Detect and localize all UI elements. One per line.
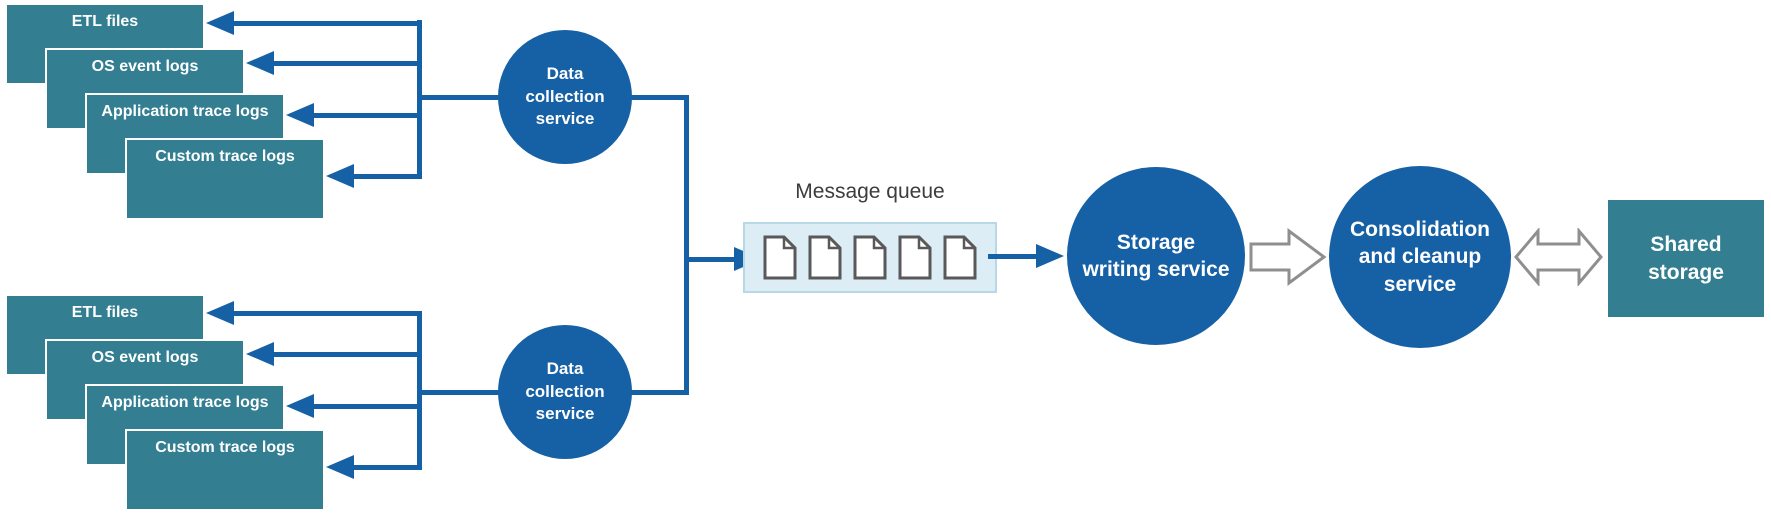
data-collection-service-bottom: Data collection service [498,325,632,459]
bus-to-collector-bottom [417,390,503,395]
merge-bus-line [684,95,689,395]
arrow-line [684,257,736,262]
arrow-head-icon [326,455,354,479]
document-icon [898,235,932,280]
collector-top-out-line [628,95,689,100]
arrow-head-icon [1036,244,1064,268]
log-box-custom-trace-logs-bottom: Custom trace logs [125,429,325,511]
arrow-line [232,311,422,316]
document-icon [808,235,842,280]
arrow-head-icon [286,394,314,418]
document-icon [943,235,977,280]
data-collection-service-top: Data collection service [498,30,632,164]
arrow-head-icon [246,51,274,75]
arrow-line [352,465,422,470]
shared-storage: Shared storage [1608,200,1764,317]
arrow-line [232,21,422,26]
arrow-line [312,113,422,118]
bus-to-collector-top [417,95,503,100]
arrow-line [312,404,422,409]
arrow-head-icon [206,11,234,35]
arrow-line [352,174,422,179]
hollow-arrow-double-icon [1514,228,1603,286]
log-box-custom-trace-logs-top: Custom trace logs [125,138,325,220]
collector-bottom-out-line [628,390,689,395]
arrow-line [272,352,422,357]
document-icon [763,235,797,280]
storage-writing-service: Storage writing service [1067,167,1245,345]
arrow-line [272,61,422,66]
message-queue-label: Message queue [795,180,945,203]
arrow-head-icon [326,164,354,188]
arrow-line [988,254,1038,259]
arrow-head-icon [286,103,314,127]
arrow-head-icon [206,301,234,325]
arrow-head-icon [246,342,274,366]
document-icon [853,235,887,280]
consolidation-cleanup-service: Consolidation and cleanup service [1329,166,1511,348]
hollow-arrow-right-icon [1249,228,1327,286]
message-queue [743,222,997,293]
